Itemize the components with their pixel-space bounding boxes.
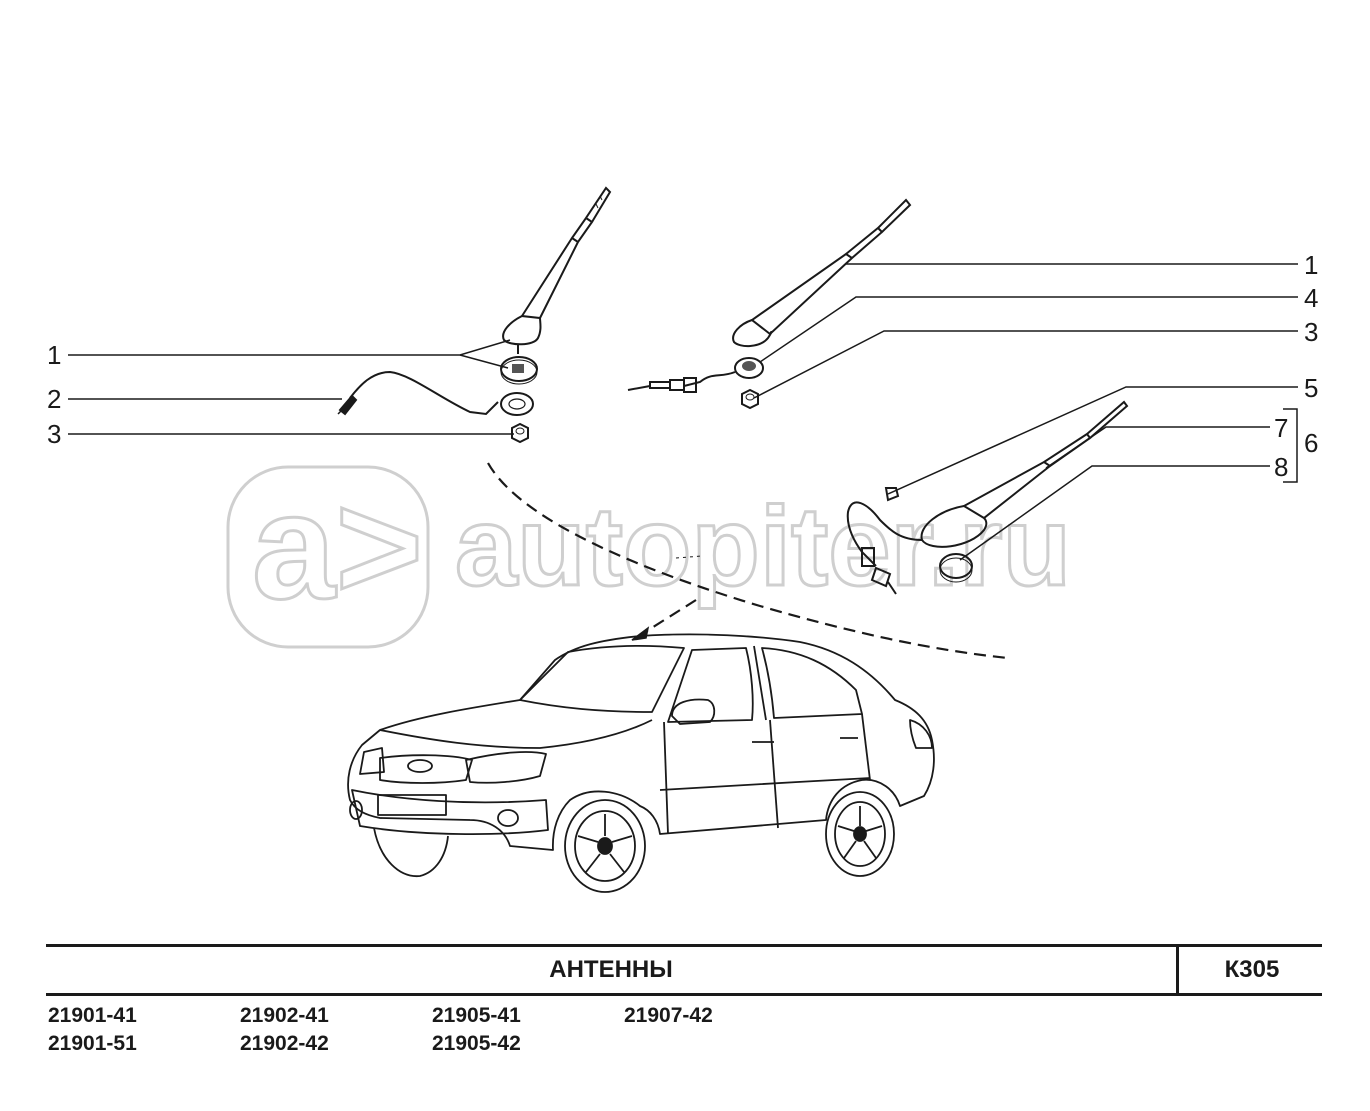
left-antenna-cable: [349, 370, 499, 416]
leader-left-1: [68, 339, 511, 356]
right-lower-antenna-assembly: [846, 400, 1129, 595]
page-code-cell: К305: [1176, 947, 1325, 993]
antenna-parts-diagram: a> autopiter.ru: [47, 186, 1318, 893]
car-grille: [379, 754, 473, 784]
car-body-outline: [347, 633, 935, 851]
right-antenna-assembly: [627, 198, 912, 410]
left-cable-connector: [500, 392, 534, 416]
detail-arrow-head: [631, 626, 650, 641]
car-emblem: [407, 759, 433, 773]
title-bar: АНТЕННЫ К305: [46, 944, 1322, 996]
lower-antenna-base: [920, 505, 988, 548]
leader-right-8: [959, 465, 1270, 561]
lower-antenna-seal: [939, 553, 973, 579]
car-fog-light-left: [349, 800, 363, 820]
callout-right-1: 1: [1304, 250, 1318, 280]
callout-right-6: 6: [1304, 428, 1318, 458]
callout-right-7: 7: [1274, 413, 1288, 443]
lower-antenna-cable: [846, 501, 923, 567]
model-code: 21905-41: [432, 1004, 521, 1027]
car-rear-window: [761, 647, 863, 719]
page-title: АНТЕННЫ: [549, 956, 673, 983]
car-rear-wheel: [825, 791, 895, 877]
callout-left-1: 1: [47, 340, 61, 370]
left-antenna-assembly: [337, 186, 612, 444]
left-nut: [511, 422, 529, 444]
leader-right-3: [753, 330, 1298, 399]
leader-right-7: [1045, 426, 1270, 469]
watermark-logo-frame: [226, 465, 430, 649]
model-code: 21901-51: [48, 1032, 137, 1055]
callout-labels: 1 2 3 1 4 3 5 7 8 6: [47, 250, 1318, 482]
car-front-bumper: [351, 789, 549, 835]
callout-right-3: 3: [1304, 317, 1318, 347]
model-code: 21907-42: [624, 1004, 713, 1027]
right-antenna-cable: [683, 371, 736, 387]
car-license-plate: [377, 794, 447, 816]
left-antenna-base: [502, 315, 542, 346]
car-headlight-left: [359, 747, 385, 775]
car-windshield: [519, 645, 685, 713]
callout-right-4: 4: [1304, 283, 1318, 313]
leader-right-5: [887, 386, 1298, 495]
car-mirror: [671, 698, 716, 725]
right-antenna-base: [732, 319, 773, 348]
car-headlight-right: [465, 751, 547, 784]
callout-right-5: 5: [1304, 373, 1318, 403]
detail-indicator: [487, 462, 1009, 660]
callout-right-8: 8: [1274, 452, 1288, 482]
detail-arrow-line: [641, 599, 697, 635]
model-code: 21902-41: [240, 1004, 329, 1027]
car-front-window: [667, 647, 754, 723]
callout-left-2: 2: [47, 384, 61, 414]
group-bracket-6: [1283, 408, 1298, 483]
lower-antenna-plug: [861, 547, 892, 588]
leader-lines: [68, 263, 1298, 561]
right-nut: [741, 388, 759, 410]
car-illustration: [347, 633, 935, 893]
detail-boundary-curve: [487, 462, 1009, 660]
watermark-logo-glyph: a>: [252, 462, 423, 630]
car-fog-light-right: [497, 809, 519, 827]
model-code: 21905-42: [432, 1032, 521, 1055]
watermark: a> autopiter.ru: [226, 461, 1073, 649]
car-front-wheel: [564, 799, 646, 893]
leader-right-4: [759, 296, 1298, 363]
lower-antenna-clip: [884, 487, 900, 502]
right-antenna-mount: [734, 357, 764, 379]
model-code: 21901-41: [48, 1004, 137, 1027]
callout-left-3: 3: [47, 419, 61, 449]
left-antenna-mast: [520, 186, 612, 320]
model-code: 21902-42: [240, 1032, 329, 1055]
page-code: К305: [1224, 956, 1280, 983]
car-left-front-wheel-edge: [373, 827, 449, 877]
car-tail-light: [909, 719, 933, 749]
